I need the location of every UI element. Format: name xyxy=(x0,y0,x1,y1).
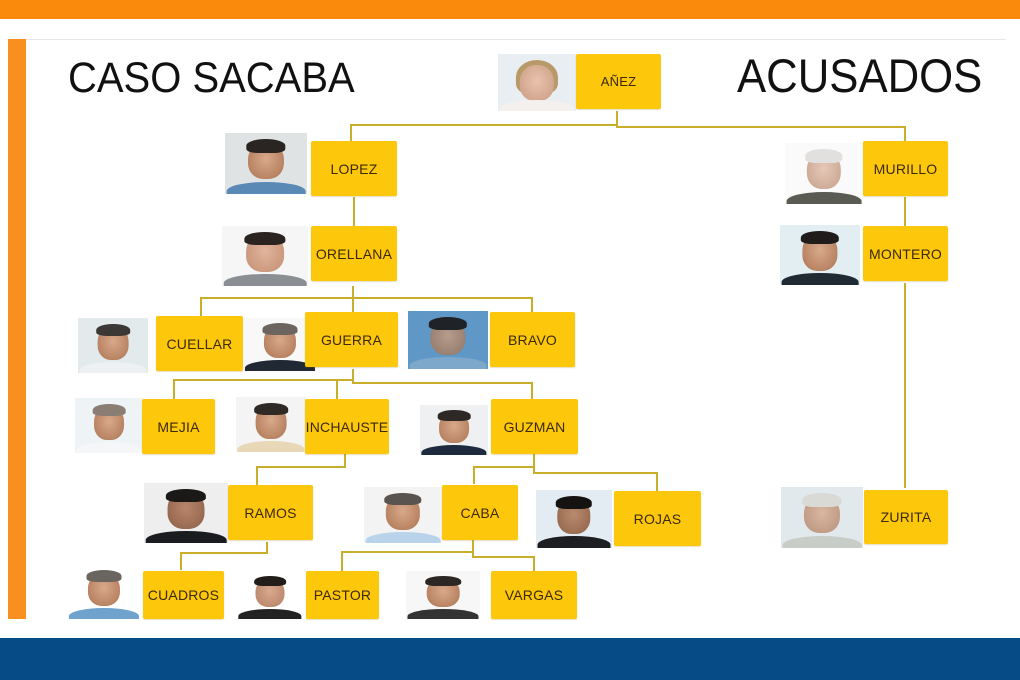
photo-guerra xyxy=(243,318,316,371)
top-orange-bar xyxy=(0,0,1020,19)
case-title: CASO SACABA xyxy=(68,54,355,102)
node-cuellar: CUELLAR xyxy=(156,316,243,371)
node-caba: CABA xyxy=(442,485,518,540)
photo-inchauste xyxy=(236,397,306,452)
photo-lopez xyxy=(225,133,307,194)
node-montero: MONTERO xyxy=(863,226,948,281)
node-bravo: BRAVO xyxy=(490,312,575,367)
photo-murillo xyxy=(785,143,863,204)
node-zurita: ZURITA xyxy=(864,490,948,544)
node-cuadros: CUADROS xyxy=(143,571,224,619)
node-rojas: ROJAS xyxy=(614,491,701,546)
node-inchauste: INCHAUSTE xyxy=(305,399,389,454)
photo-caba xyxy=(364,487,442,543)
photo-bravo xyxy=(408,311,488,369)
photo-orellana xyxy=(222,226,308,286)
photo-pastor xyxy=(237,571,303,619)
node-orellana: ORELLANA xyxy=(311,226,397,281)
node-vargas: VARGAS xyxy=(491,571,577,619)
photo-zurita xyxy=(781,487,863,548)
node-ramos: RAMOS xyxy=(228,485,313,540)
photo-cuellar xyxy=(78,318,148,373)
photo-guzman xyxy=(420,405,488,455)
node-pastor: PASTOR xyxy=(306,571,379,619)
node-mejia: MEJIA xyxy=(142,399,215,454)
node-murillo: MURILLO xyxy=(863,141,948,196)
photo-ramos xyxy=(144,483,228,543)
bottom-blue-bar xyxy=(0,638,1020,680)
node-anez: AÑEZ xyxy=(576,54,661,109)
left-accent-stripe xyxy=(8,39,26,619)
photo-cuadros xyxy=(67,565,140,619)
node-lopez: LOPEZ xyxy=(311,141,397,196)
node-guerra: GUERRA xyxy=(305,312,398,367)
slide-top-divider xyxy=(8,39,1006,40)
accused-title: ACUSADOS xyxy=(737,49,983,102)
node-guzman: GUZMAN xyxy=(491,399,578,454)
photo-mejia xyxy=(75,398,143,453)
photo-montero xyxy=(780,225,860,285)
photo-rojas xyxy=(536,490,612,548)
photo-anez xyxy=(498,54,576,111)
photo-vargas xyxy=(406,571,480,619)
